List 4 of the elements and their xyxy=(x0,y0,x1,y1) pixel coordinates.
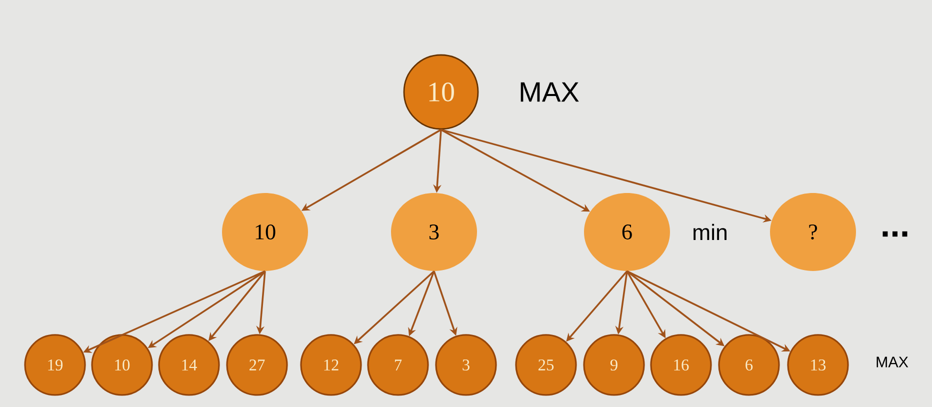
ellipsis: ... xyxy=(882,231,908,237)
level-label: MAX xyxy=(520,82,579,102)
level-label: MAX xyxy=(876,356,908,368)
level-label: min xyxy=(694,224,726,240)
